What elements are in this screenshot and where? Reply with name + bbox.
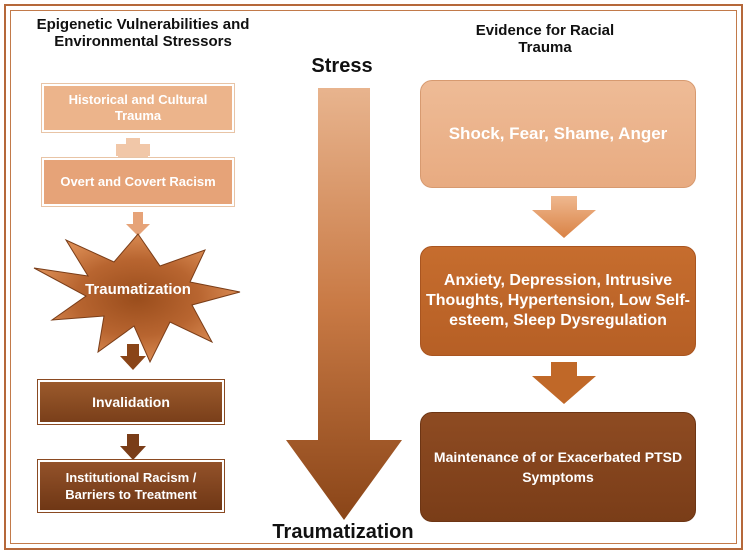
traumatization-starburst [33, 233, 241, 364]
ptsd-outcome-box: Maintenance of or Exacerbated PTSD Sympt… [420, 412, 696, 522]
right-column-heading: Evidence for Racial Trauma [475, 22, 615, 56]
stress-to-traumatization-arrow [286, 88, 402, 520]
down-arrow-right-2 [532, 362, 596, 404]
institutional-racism-box: Institutional Racism / Barriers to Treat… [37, 459, 225, 513]
overt-covert-racism-box: Overt and Covert Racism [41, 157, 235, 207]
historical-cultural-trauma-box: Historical and Cultural Trauma [41, 83, 235, 133]
invalidation-box: Invalidation [37, 379, 225, 425]
inner-frame [10, 10, 737, 544]
down-arrow-3 [120, 434, 146, 460]
down-arrow-right-1 [532, 196, 596, 238]
down-arrow-1 [126, 212, 150, 236]
traumatization-label: Traumatization [272, 521, 414, 543]
stress-label: Stress [311, 55, 373, 77]
symptoms-box: Anxiety, Depression, Intrusive Thoughts,… [420, 246, 696, 356]
down-arrow-2 [120, 344, 146, 370]
emotions-box: Shock, Fear, Shame, Anger [420, 80, 696, 188]
traumatization-burst-label: Traumatization [85, 281, 191, 298]
outer-frame [4, 4, 743, 550]
left-column-heading: Epigenetic Vulnerabilities and Environme… [36, 16, 250, 50]
